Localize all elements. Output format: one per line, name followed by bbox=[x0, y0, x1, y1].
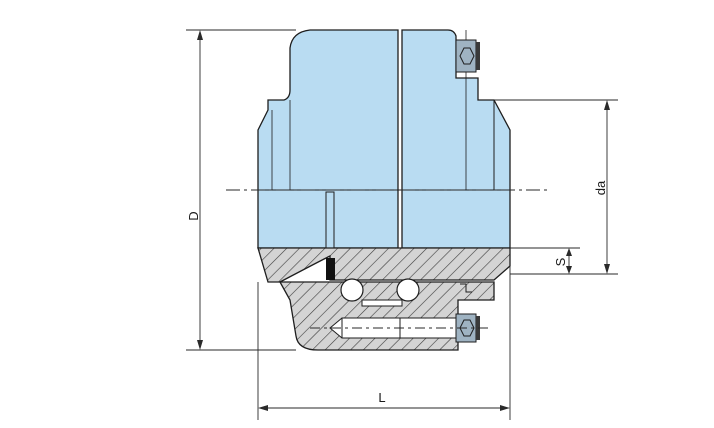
drive-pin bbox=[325, 191, 335, 249]
dimension-L: L bbox=[257, 266, 511, 420]
dimension-D: D bbox=[186, 29, 296, 351]
inner-cavity bbox=[361, 299, 403, 307]
section-sleeve bbox=[257, 247, 511, 283]
body-main-right bbox=[401, 29, 511, 249]
upper-set-screw bbox=[455, 39, 480, 73]
label-D: D bbox=[186, 211, 201, 220]
groove-notch bbox=[460, 283, 472, 293]
dimension-S: S bbox=[510, 247, 580, 274]
seal-body-upper bbox=[257, 29, 511, 249]
dimension-da: da bbox=[494, 99, 618, 275]
pin-hole bbox=[340, 278, 364, 302]
label-S: S bbox=[553, 257, 568, 266]
seal-ring-black bbox=[326, 258, 335, 280]
label-L: L bbox=[378, 390, 385, 405]
label-da: da bbox=[593, 180, 608, 195]
seal-body-section bbox=[257, 247, 511, 351]
body-main-left bbox=[257, 29, 399, 249]
pin-hole bbox=[396, 278, 420, 302]
